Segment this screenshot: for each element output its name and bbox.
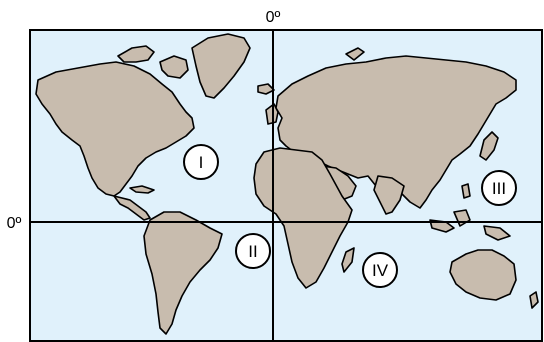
zone-label-iv: IV xyxy=(372,261,389,280)
landmass-novaya-zemlya xyxy=(345,47,365,61)
landmass-cuba xyxy=(129,185,155,194)
zone-marker-i: I xyxy=(183,144,219,180)
zone-label-i: I xyxy=(199,153,204,172)
zone-label-iii: III xyxy=(492,179,506,198)
equator-label: 0º xyxy=(7,215,22,232)
zone-label-ii: II xyxy=(248,242,257,261)
landmass-philippines xyxy=(461,183,471,199)
landmass-north-america xyxy=(35,61,195,197)
prime-meridian-label: 0º xyxy=(266,9,281,26)
landmass-central-america xyxy=(113,195,151,221)
zone-marker-iii: III xyxy=(481,170,517,206)
landmass-iceland xyxy=(257,83,275,95)
zone-marker-ii: II xyxy=(235,233,271,269)
landmass-arctic-islands xyxy=(117,45,155,63)
landmass-greenland xyxy=(191,33,251,99)
landmass-africa xyxy=(253,147,353,289)
landmass-madagascar xyxy=(341,247,355,273)
landmass-india xyxy=(373,175,405,215)
landmass-new-zealand xyxy=(529,291,539,309)
landmass-australia xyxy=(449,249,517,301)
zone-marker-iv: IV xyxy=(362,252,398,288)
landmass-japan xyxy=(479,131,499,161)
landmass-baffin-island xyxy=(159,55,189,79)
landmass-new-guinea xyxy=(483,225,511,241)
